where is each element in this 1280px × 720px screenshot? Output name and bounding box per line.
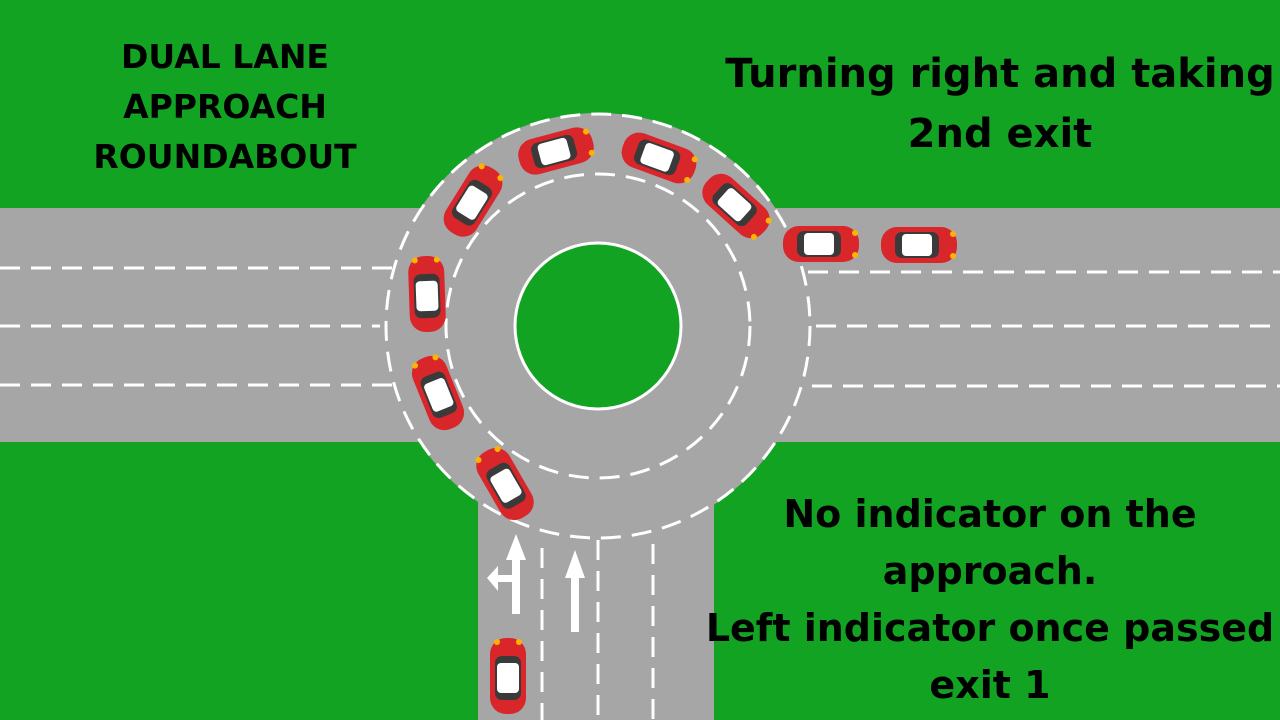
indicator-note: No indicator on the approach. Left indic… (700, 486, 1280, 714)
title-line-2: APPROACH (123, 87, 327, 126)
car-icon (490, 638, 526, 714)
manoeuvre-heading: Turning right and taking 2nd exit (720, 44, 1280, 164)
title-line-3: ROUNDABOUT (93, 137, 357, 176)
roundabout-lane-divider (444, 172, 752, 480)
note-line-1: No indicator on the (783, 492, 1197, 536)
heading-line-2: 2nd exit (907, 111, 1093, 157)
diagram-title: DUAL LANE APPROACH ROUNDABOUT (60, 32, 390, 182)
heading-line-1: Turning right and taking (725, 51, 1275, 97)
lane-markings (0, 112, 1280, 720)
note-line-2: approach. (882, 549, 1098, 593)
central-island (513, 241, 683, 411)
left-and-straight-arrow-icon (487, 534, 526, 614)
straight-arrow-icon (565, 550, 585, 632)
car-icon (881, 227, 957, 263)
note-line-3: Left indicator once passed (705, 606, 1275, 650)
title-line-1: DUAL LANE (121, 37, 329, 76)
give-way-line-outer (384, 112, 812, 540)
note-line-4: exit 1 (929, 663, 1051, 707)
car-icon (783, 226, 859, 262)
car-icon (407, 255, 447, 333)
